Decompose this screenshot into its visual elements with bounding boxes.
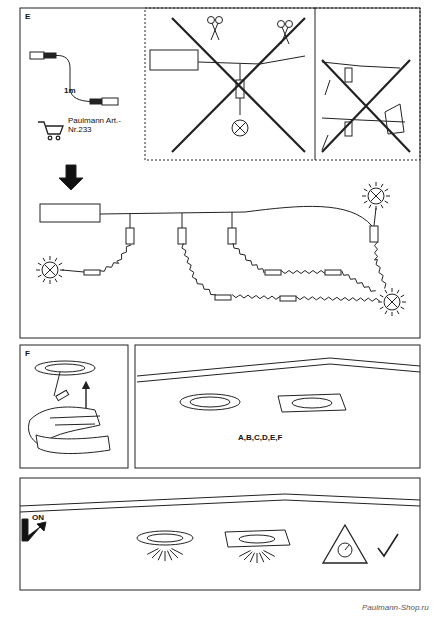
cable-connector <box>215 295 231 300</box>
prohibit-cross <box>322 60 410 152</box>
light-ray <box>167 551 171 561</box>
panel-frame <box>20 345 128 468</box>
ceiling-view <box>20 494 420 547</box>
wavy-cable <box>296 297 380 302</box>
watermark: Paulmann-Shop.ru <box>362 603 436 612</box>
switch-label: ON <box>32 513 56 522</box>
dimmable-symbol <box>323 525 367 563</box>
lamp-symbol <box>362 182 390 210</box>
panel-frame <box>135 345 420 468</box>
light-ray <box>158 551 162 561</box>
correct-wiring <box>40 204 378 244</box>
cable-connector <box>84 270 100 275</box>
light-ray <box>170 550 178 558</box>
wavy-cable <box>232 295 280 300</box>
wavy-cable <box>281 271 325 274</box>
prohibit-cross <box>172 18 305 152</box>
scissors <box>208 17 293 45</box>
wavy-cable <box>342 271 376 292</box>
wrong-splicing <box>322 62 405 150</box>
light-rays <box>147 549 275 563</box>
install-step <box>28 361 110 454</box>
light-ray <box>259 553 263 563</box>
lamp-symbol <box>378 288 406 316</box>
wrong-cutting <box>150 50 305 136</box>
step-list: A,B,C,D,E,F <box>238 433 318 442</box>
length-label: 1m <box>64 86 94 95</box>
light-ray <box>147 549 158 555</box>
extension-cable <box>30 52 118 105</box>
lamp-symbol <box>36 182 406 316</box>
light-ray <box>257 553 258 563</box>
light-ray <box>250 553 254 563</box>
cable-connector <box>265 270 281 275</box>
light-ray <box>262 552 270 560</box>
cable-connector <box>84 270 341 301</box>
down-arrow <box>59 165 83 190</box>
switch-icon <box>22 519 46 541</box>
wavy-cable <box>233 243 264 273</box>
dashed-frame <box>145 8 315 160</box>
cable-connector <box>280 296 296 301</box>
check-mark <box>378 534 398 556</box>
cart-icon <box>38 122 63 140</box>
dashed-frame <box>315 8 420 160</box>
light-ray <box>165 551 166 561</box>
panel-letter: E <box>25 12 45 21</box>
wavy-cable <box>182 243 216 294</box>
light-ray <box>239 551 250 557</box>
cable-connector <box>325 270 341 275</box>
panel-letter: F <box>25 349 45 358</box>
panel-frame <box>20 8 420 338</box>
article-number: Paulmann Art.-Nr.233 <box>68 116 126 134</box>
cable <box>62 270 84 272</box>
wavy-cable <box>62 242 386 301</box>
ceiling-view <box>137 358 420 412</box>
wavy-cable <box>375 242 386 289</box>
wavy-cable <box>99 245 131 271</box>
lamp-symbol <box>36 256 64 284</box>
panel-frame <box>20 478 420 590</box>
